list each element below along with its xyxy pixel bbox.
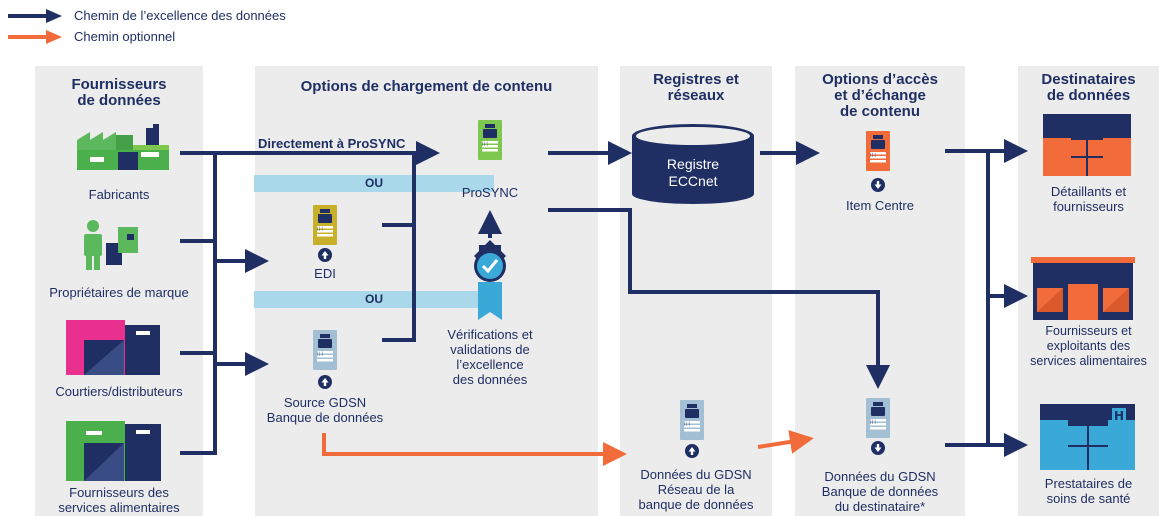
gdsn-to-prosync: [382, 225, 416, 342]
gdsn-source-device-icon: [313, 330, 337, 389]
optional-path-to-recipient: [757, 430, 814, 454]
item-centre-device-icon: [866, 131, 890, 192]
restaurant-icon: [1031, 257, 1135, 320]
gdsn-recipient-device-icon: [866, 398, 890, 455]
direct-to-prosync-label: Directement à ProSYNC: [258, 136, 406, 151]
verification-badge-icon: [474, 240, 506, 320]
legend-excellence: Chemin de l’excellence des données: [8, 8, 286, 23]
warehouse-icon: [66, 320, 160, 375]
hospital-icon: H: [1040, 404, 1135, 470]
svg-text:H: H: [1114, 409, 1124, 423]
loading-title: Options de chargement de contenu: [300, 78, 553, 95]
edi-to-prosync: [382, 153, 416, 227]
manufacturers-label: Fabricants: [88, 187, 150, 202]
factory-icon: [77, 124, 169, 170]
prosync-device-icon: [478, 120, 502, 160]
retail-store-icon: [1043, 114, 1131, 176]
or-bar-2: OU: [254, 291, 494, 308]
brand-owners-label: Propriétaires de marque: [49, 285, 189, 300]
registry-database-icon: [632, 124, 754, 204]
arrow-to-recipient-gdsn: [548, 208, 890, 389]
person-icon: [84, 220, 138, 270]
legend-optional: Chemin optionnel: [8, 29, 175, 44]
orange-arrow-icon: [8, 29, 62, 44]
prosync-label: ProSYNC: [461, 185, 519, 200]
item-centre-label: Item Centre: [846, 198, 914, 213]
or-bar-1: OU: [254, 175, 494, 192]
brokers-label: Courtiers/distributeurs: [55, 384, 183, 399]
food-service-building-icon: [66, 421, 161, 481]
legend-optional-label: Chemin optionnel: [74, 29, 176, 44]
navy-arrow-icon: [8, 8, 62, 23]
legend-excellence-label: Chemin de l’excellence des données: [74, 8, 286, 23]
gdsn-network-device-icon: [680, 400, 704, 458]
edi-label: EDI: [314, 266, 336, 281]
optional-path-to-gdsn-network: [322, 433, 627, 466]
edi-device-icon: [313, 205, 337, 262]
